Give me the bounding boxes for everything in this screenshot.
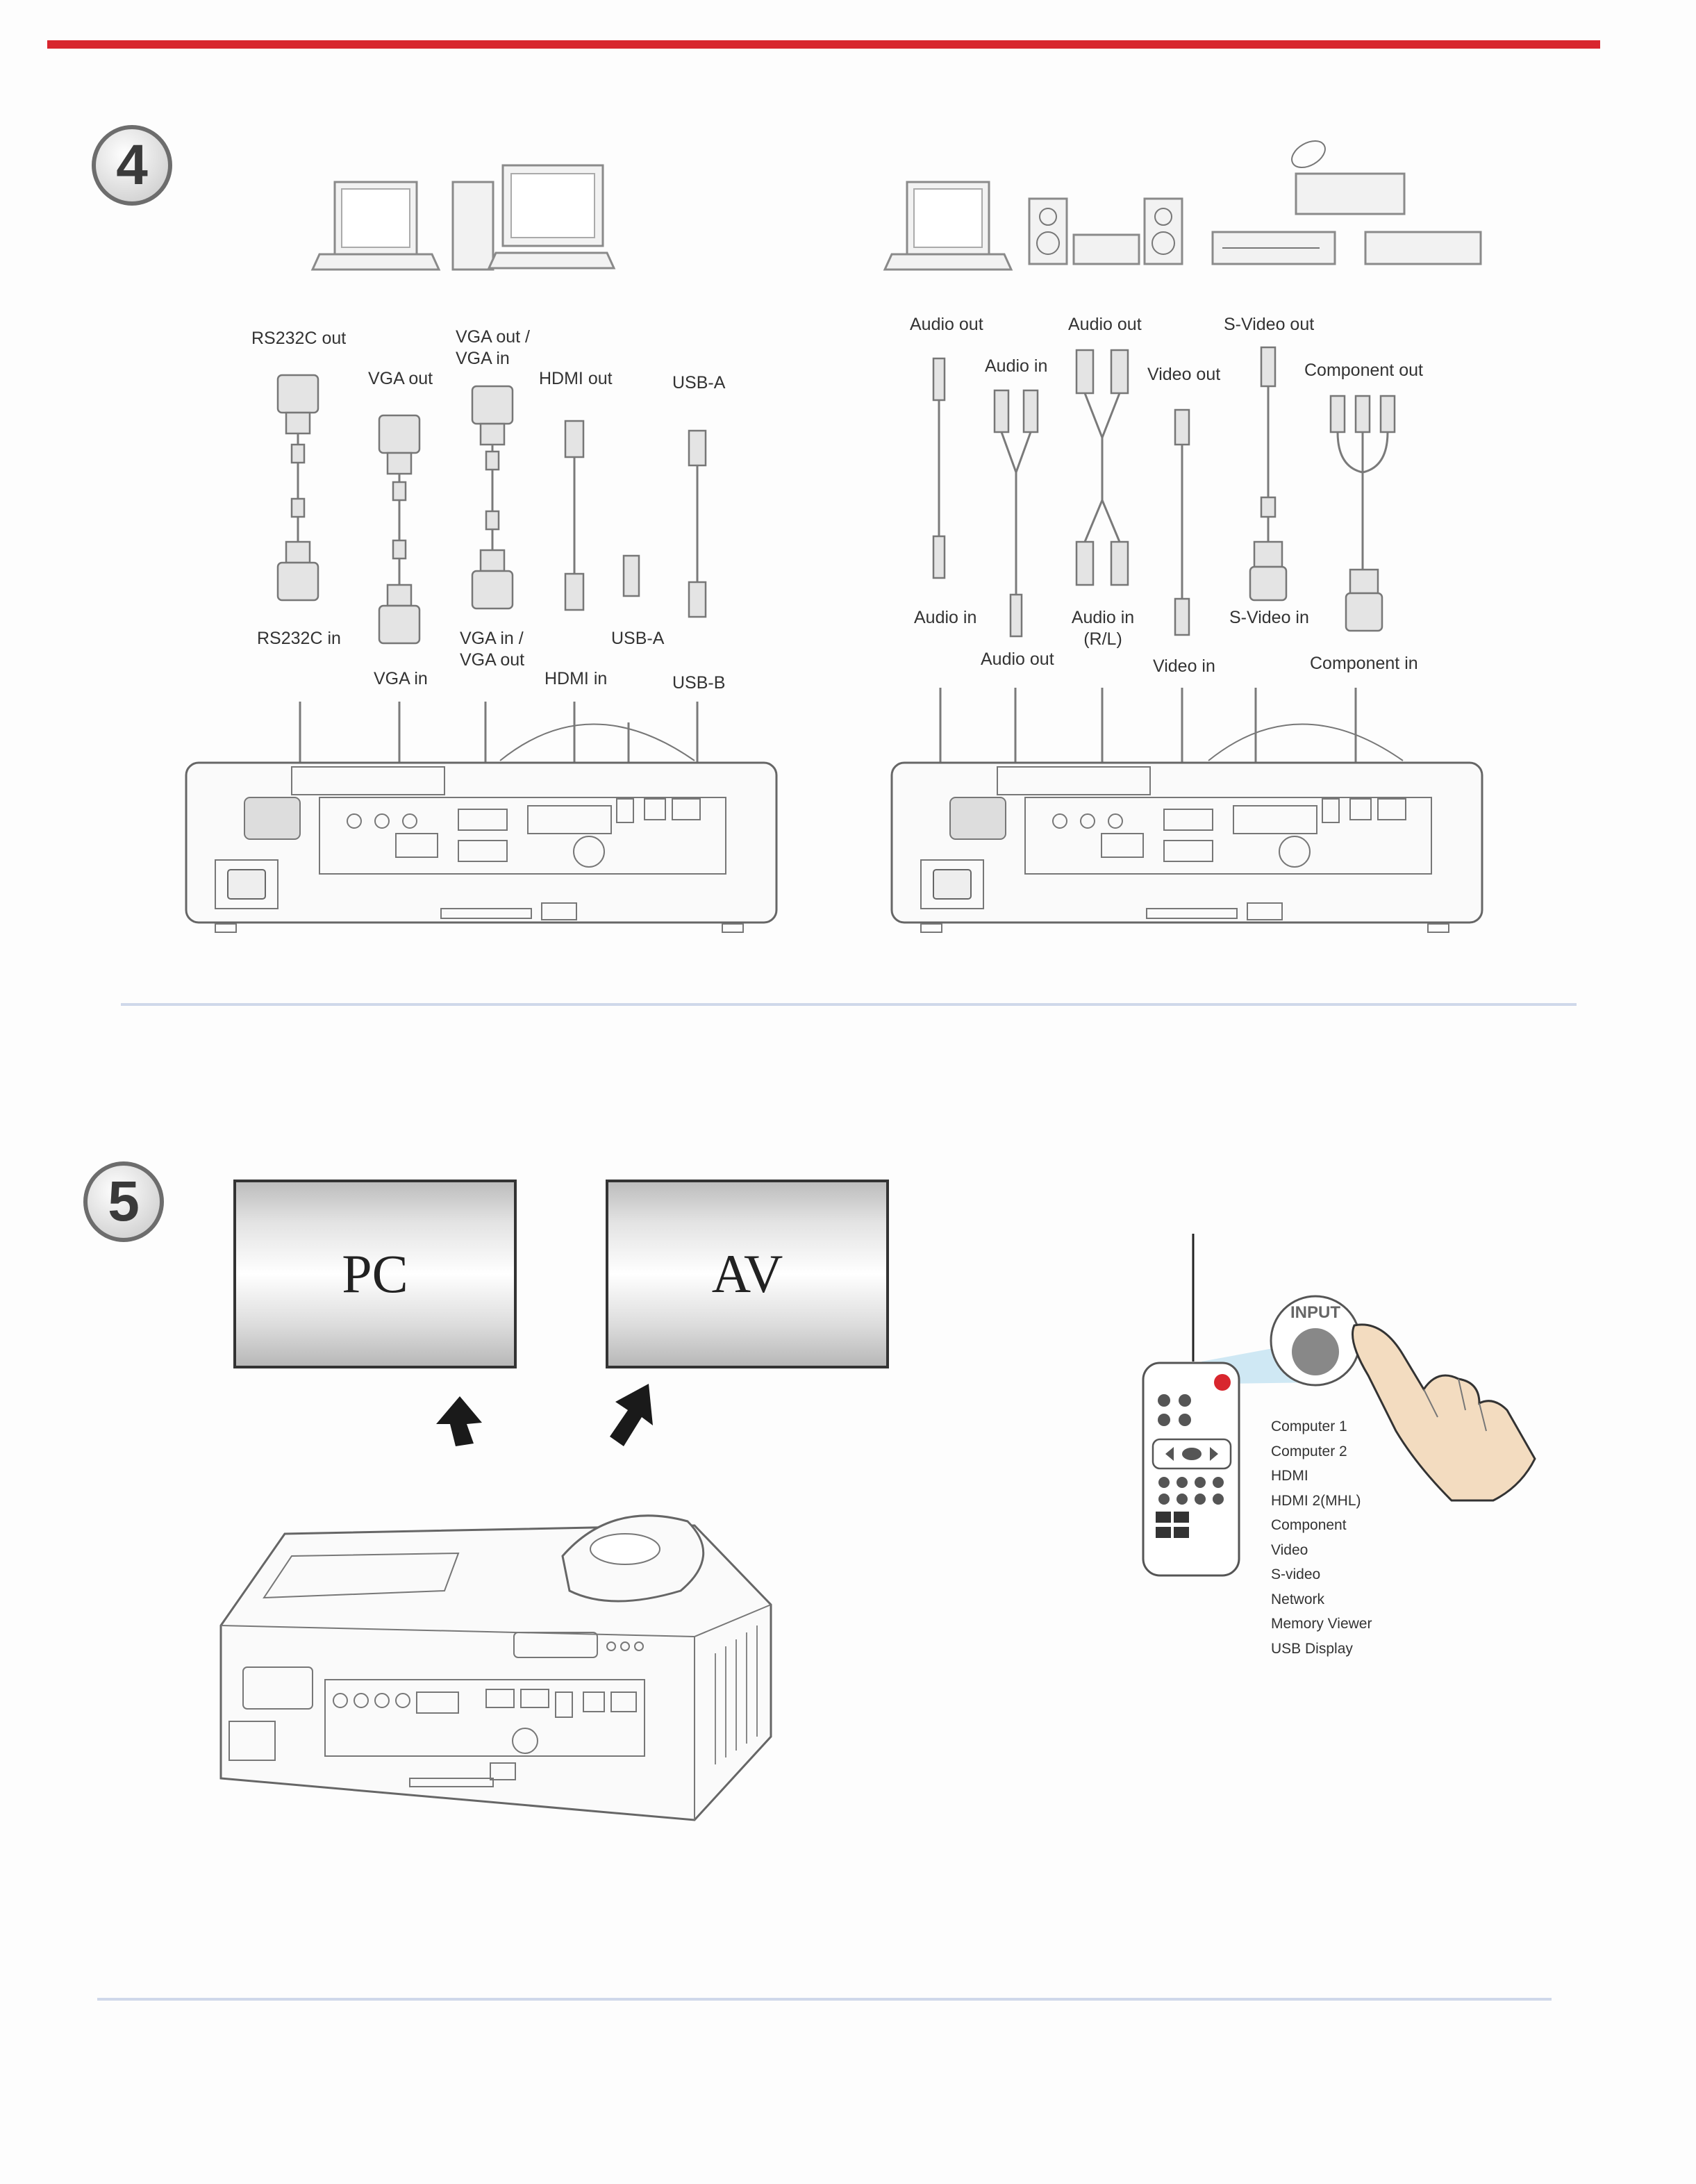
usb-cable — [688, 429, 707, 618]
projector-rear-left — [185, 723, 778, 933]
input-source-item: Memory Viewer — [1271, 1616, 1372, 1632]
section-separator-2 — [97, 1998, 1552, 2001]
input-source-item: Computer 1 — [1271, 1418, 1347, 1434]
top-accent-bar — [47, 40, 1600, 49]
label-rs232c-out: RS232C out — [251, 329, 347, 348]
step-5-badge: 5 — [83, 1161, 164, 1242]
label-audio-out-2: Audio out — [1068, 315, 1142, 334]
vga-cable-left — [378, 414, 421, 645]
screen-pc-label: PC — [342, 1243, 408, 1304]
label-audio-in-rl: Audio in (R/L) — [1071, 608, 1135, 650]
input-source-item: Computer 2 — [1271, 1443, 1347, 1459]
label-hdmi-out: HDMI out — [539, 369, 613, 388]
label-vga-in-vga-out: VGA in / VGA out — [460, 629, 525, 670]
screen-av-label: AV — [711, 1243, 783, 1304]
audio-rl-cable — [1075, 349, 1129, 586]
label-hdmi-in: HDMI in — [544, 669, 608, 688]
vcr-icon — [1211, 231, 1336, 265]
screen-av: AV — [606, 1180, 889, 1368]
audio-split-cable-1 — [993, 389, 1039, 638]
label-video-in: Video in — [1153, 656, 1215, 676]
label-component-in: Component in — [1310, 654, 1418, 673]
dvd-player-icon — [1291, 140, 1482, 265]
pointing-hand-icon — [1352, 1323, 1536, 1502]
label-rs232c-in: RS232C in — [257, 629, 341, 648]
step-4-number: 4 — [116, 133, 148, 197]
input-source-item: Network — [1271, 1591, 1325, 1607]
label-vga-out: VGA out — [368, 369, 433, 388]
screen-pc: PC — [233, 1180, 517, 1368]
svideo-cable — [1249, 346, 1288, 602]
input-button-label: INPUT — [1290, 1303, 1340, 1322]
projector-rear-right — [890, 723, 1483, 933]
arrow-up-pc-icon — [436, 1396, 482, 1446]
label-usb-a-bottom: USB-A — [611, 629, 665, 648]
label-audio-in-top: Audio in — [985, 356, 1048, 376]
laptop-icon-right — [883, 181, 1013, 271]
label-vga-in: VGA in — [374, 669, 428, 688]
arrow-up-av-icon — [610, 1384, 653, 1446]
hdmi-cable — [564, 420, 585, 611]
step-4-badge: 4 — [92, 125, 172, 206]
label-usb-a-top: USB-A — [672, 373, 726, 392]
label-audio-out-1: Audio out — [910, 315, 983, 334]
rs232c-cable — [276, 374, 319, 602]
input-button-magnifier — [1270, 1295, 1361, 1387]
label-vga-out-vga-in: VGA out / VGA in — [456, 327, 531, 369]
input-source-item: S-video — [1271, 1566, 1321, 1582]
audio-system-icon — [1028, 197, 1183, 265]
input-source-item: Component — [1271, 1517, 1347, 1533]
remote-control-icon — [1142, 1362, 1240, 1577]
label-audio-out-bottom: Audio out — [981, 650, 1054, 669]
video-cable — [1174, 408, 1190, 636]
input-source-item: HDMI — [1271, 1468, 1308, 1484]
input-source-item: Video — [1271, 1541, 1308, 1558]
component-cable — [1329, 395, 1396, 632]
step-5-number: 5 — [108, 1170, 140, 1233]
input-source-item: HDMI 2(MHL) — [1271, 1492, 1361, 1509]
section-separator-1 — [121, 1003, 1577, 1006]
projector-perspective-icon — [219, 1514, 772, 1821]
label-component-out: Component out — [1304, 361, 1423, 380]
label-video-out: Video out — [1147, 365, 1221, 384]
label-svideo-in: S-Video in — [1229, 608, 1309, 627]
audio-cable-1 — [932, 357, 946, 579]
label-usb-b: USB-B — [672, 673, 726, 693]
usb-a-device — [622, 554, 640, 597]
desktop-computer-icon — [451, 164, 616, 271]
laptop-icon-left — [310, 181, 441, 271]
input-source-item: USB Display — [1271, 1640, 1353, 1657]
label-svideo-out: S-Video out — [1224, 315, 1315, 334]
vga-cable-right — [471, 385, 514, 610]
input-source-list: Computer 1 Computer 2 HDMI HDMI 2(MHL) C… — [1271, 1414, 1372, 1661]
label-audio-in-1: Audio in — [914, 608, 977, 627]
